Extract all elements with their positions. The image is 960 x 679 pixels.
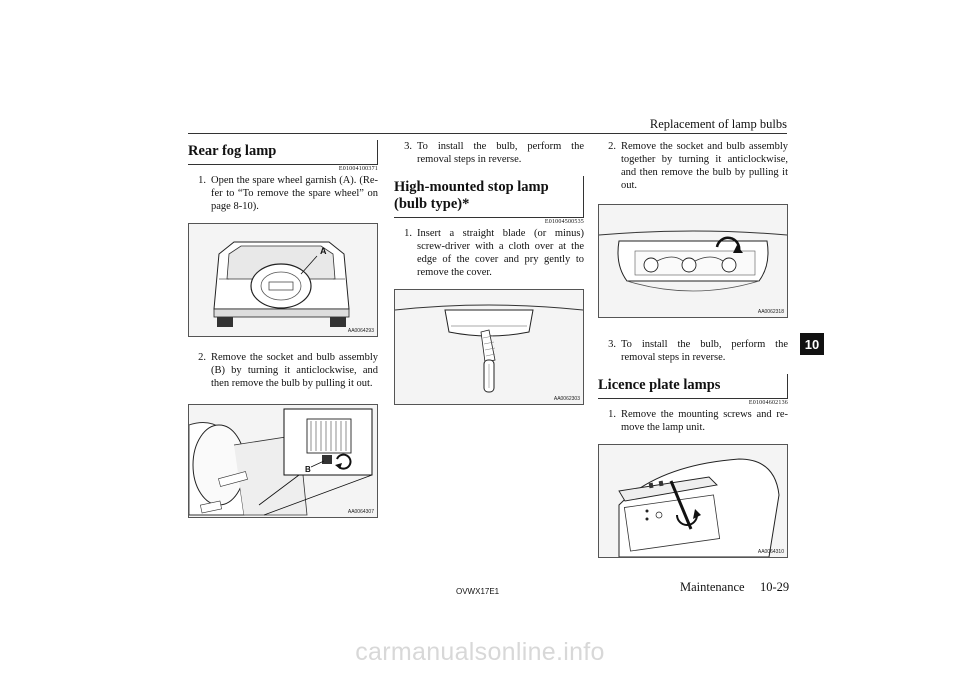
step-3: 3. To install the bulb, perform the remo… [394,140,584,166]
callout-label-b: B [305,465,311,474]
heading-high-mounted-stop-lamp: High-mounted stop lamp (bulb type)* [394,176,584,218]
figure-stop-lamp-cover: AA0062303 [394,289,584,405]
step-number: 1. [198,175,206,186]
section-code: E01004100371 [338,166,378,172]
step-1: 1. Remove the mounting screws and re-mov… [598,408,788,434]
heading-rear-fog-lamp: Rear fog lamp [188,140,378,165]
step-number: 2. [198,352,206,363]
fog-lamp-socket-icon [189,405,377,517]
figure-licence-lamp: AA0064310 [598,444,788,558]
step-text: To install the bulb, perform the removal… [621,339,788,363]
figure-code: AA0062318 [757,309,784,315]
callout-label-a: A [320,246,327,256]
step-text: Remove the mounting screws and re-move t… [621,409,788,433]
step-text: To install the bulb, perform the removal… [417,141,584,165]
step-number: 2. [608,141,616,152]
figure-stop-lamp-socket: AA0062318 [598,204,788,318]
header-rule [188,133,787,134]
step-text: Open the spare wheel garnish (A). (Re-fe… [211,175,378,212]
screwdriver-icon [395,290,583,404]
licence-lamp-icon [599,445,787,557]
step-number: 1. [404,228,412,239]
step-3: 3. To install the bulb, perform the remo… [598,338,788,364]
section-code: E01004500535 [544,219,584,225]
footer-section-name: Maintenance [680,580,745,594]
figure-code: AA0062303 [553,396,580,402]
car-rear-icon [189,224,377,336]
figure-fog-lamp-socket: B AA0064307 [188,404,378,518]
figure-code: AA0064307 [347,509,374,515]
running-header: Replacement of lamp bulbs [649,117,787,131]
step-text: Insert a straight blade (or minus) screw… [417,228,584,278]
figure-spare-wheel-garnish: A AA0064293 [188,223,378,337]
footer-doc-code: OVWX17E1 [456,587,500,596]
step-text: Remove the socket and bulb assembly (B) … [211,352,378,389]
chapter-tab: 10 [800,333,824,355]
step-1: 1. Open the spare wheel garnish (A). (Re… [188,174,378,213]
stop-lamp-socket-icon [599,205,787,317]
column-licence-plate-lamps: 2. Remove the socket and bulb assembly t… [598,140,788,558]
step-number: 3. [608,339,616,350]
figure-code: AA0064310 [757,549,784,555]
step-number: 3. [404,141,412,152]
step-1: 1. Insert a straight blade (or minus) sc… [394,227,584,279]
section-code: E01004602136 [748,400,788,406]
watermark: carmanualsonline.info [355,638,605,666]
heading-licence-plate-lamps: Licence plate lamps [598,374,788,399]
step-text: Remove the socket and bulb assembly toge… [621,141,788,191]
footer-page-number: 10-29 [760,580,790,594]
step-2: 2. Remove the socket and bulb assembly (… [188,351,378,390]
step-number: 1. [608,409,616,420]
figure-code: AA0064293 [347,328,374,334]
column-rear-fog-lamp: Rear fog lamp E01004100371 1. Open the s… [188,140,378,518]
column-high-mounted-stop-lamp: 3. To install the bulb, perform the remo… [394,140,584,405]
step-2: 2. Remove the socket and bulb assembly t… [598,140,788,192]
